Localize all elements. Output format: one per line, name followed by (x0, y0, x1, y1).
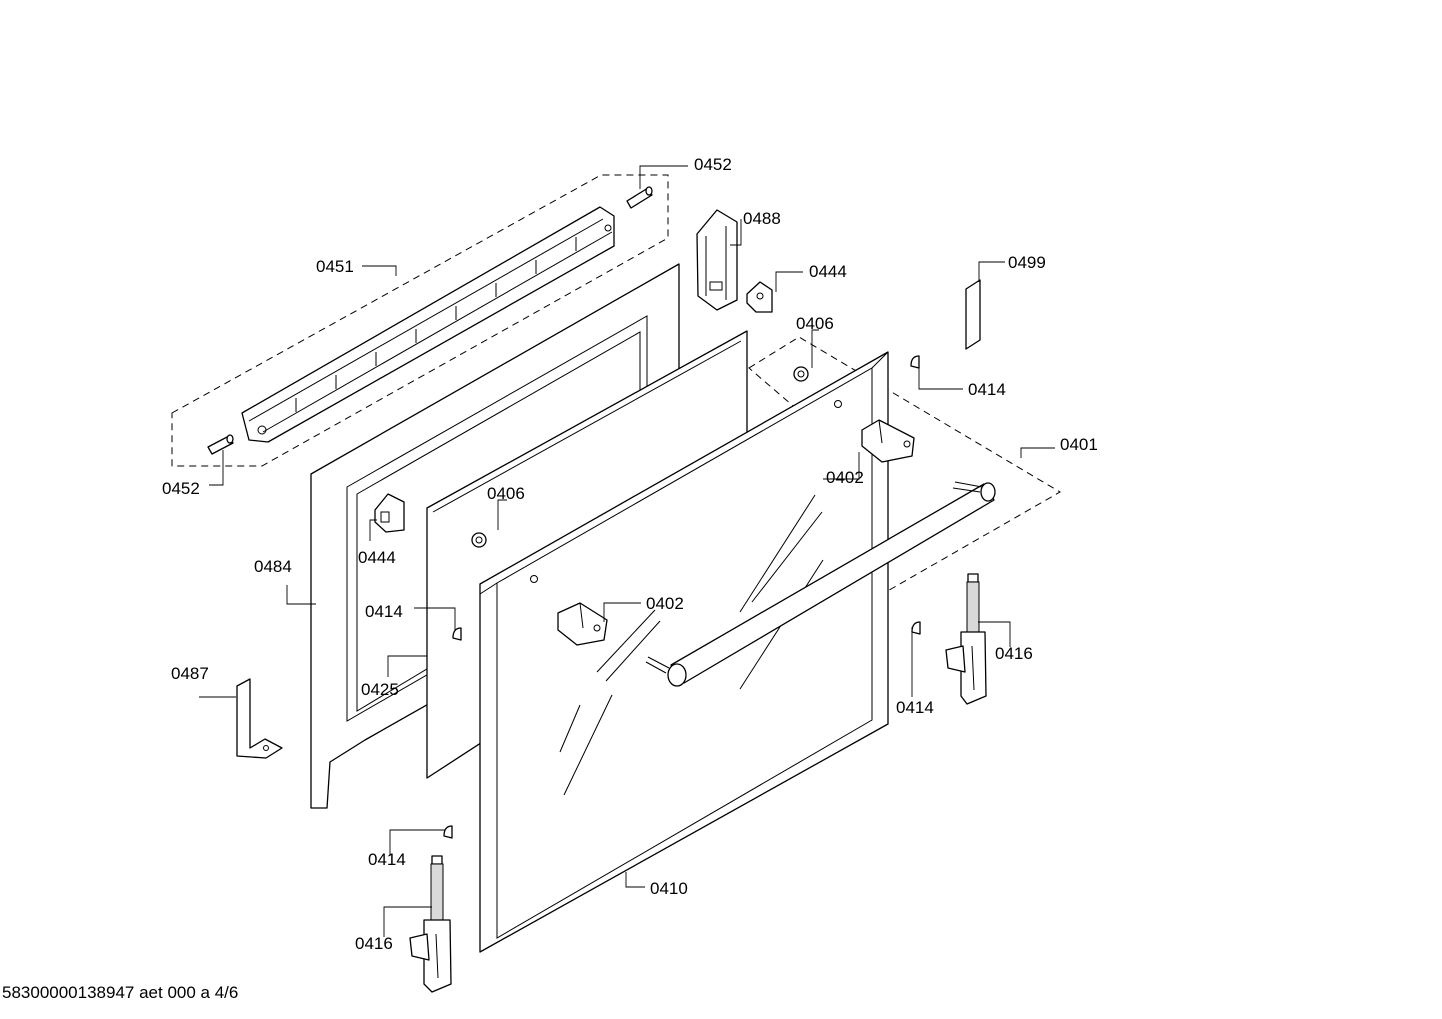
callout-0416-right: 0416 (995, 644, 1033, 663)
callout-0414-mid: 0414 (365, 602, 403, 621)
clip-0444-left (374, 493, 405, 533)
callout-0414-topright: 0414 (968, 380, 1006, 399)
clip-0414-mid (452, 627, 462, 641)
bracket-0487 (236, 678, 283, 759)
callout-0484: 0484 (254, 557, 292, 576)
callout-0402-mid: 0402 (646, 594, 684, 613)
callout-0487: 0487 (171, 664, 209, 683)
bumper-0406-mid (471, 532, 487, 548)
handle-bracket-0402-top (861, 419, 915, 463)
diagram-reference-footer: 58300000138947 aet 000 a 4/6 (2, 983, 238, 1002)
pin-0452-top (626, 186, 653, 209)
callout-0444-left: 0444 (358, 548, 396, 567)
callout-0499: 0499 (1008, 253, 1046, 272)
hinge-0416-bottom (409, 855, 452, 993)
callout-0444-right: 0444 (809, 262, 847, 281)
callout-labels: 0452 0452 0451 0488 0444 0444 0499 0406 … (162, 155, 1098, 953)
clip-0414-topright (910, 355, 920, 369)
bumper-0406-top (793, 366, 809, 382)
callout-0488: 0488 (743, 209, 781, 228)
callout-0452-top: 0452 (694, 155, 732, 174)
callout-0416-bottom: 0416 (355, 934, 393, 953)
pin-0452-bottom (207, 434, 234, 455)
top-trim-0451 (241, 206, 615, 443)
group-outline-0451 (171, 174, 669, 467)
callout-0406-top: 0406 (796, 314, 834, 333)
callout-0401: 0401 (1060, 435, 1098, 454)
seal-strip-0499 (965, 279, 981, 350)
callout-0452-bottom: 0452 (162, 479, 200, 498)
leader-lines (199, 165, 1055, 937)
callout-0402-top: 0402 (826, 468, 864, 487)
door-handle (645, 481, 996, 687)
hinge-bracket-0488 (696, 209, 738, 311)
callout-0414-right: 0414 (896, 698, 934, 717)
callout-0451: 0451 (316, 257, 354, 276)
clip-0414-bottom (443, 825, 453, 839)
clip-0444-right (746, 281, 773, 313)
callout-0410: 0410 (650, 879, 688, 898)
callout-0406-mid: 0406 (487, 484, 525, 503)
callout-0414-bottom: 0414 (368, 850, 406, 869)
callout-0425: 0425 (361, 680, 399, 699)
clip-0414-right (911, 621, 921, 635)
handle-bracket-0402-mid (557, 602, 608, 646)
door-front-glass-0410 (479, 351, 889, 953)
hinge-0416-right (945, 573, 987, 705)
